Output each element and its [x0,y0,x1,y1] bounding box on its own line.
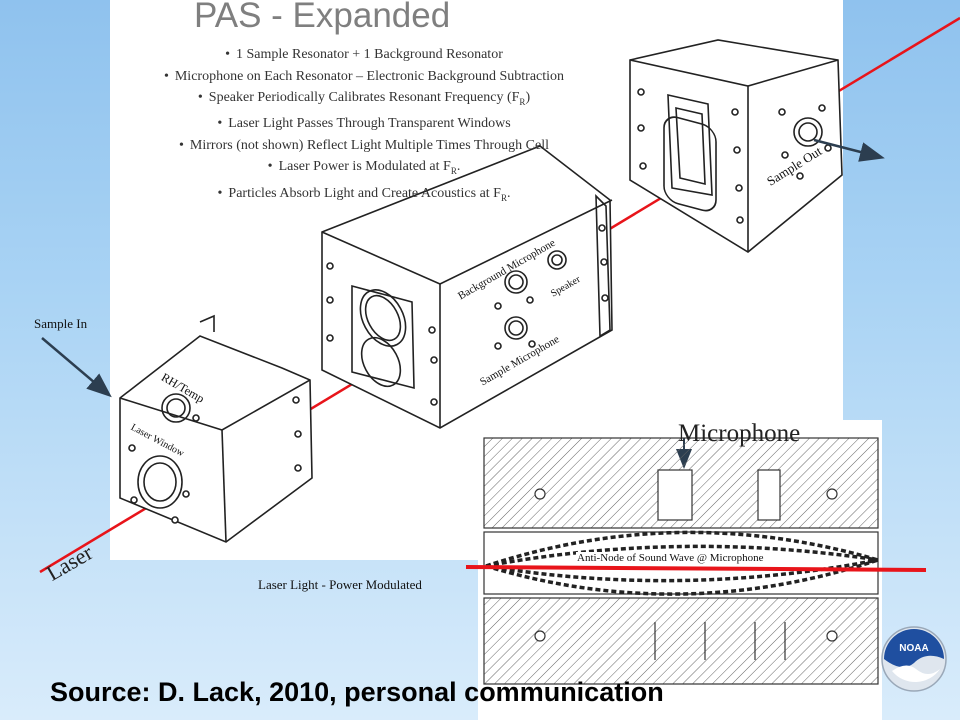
resonator-block [321,145,613,429]
anti-node-label: Anti-Node of Sound Wave @ Microphone [576,552,765,564]
sample-in-label: Sample In [34,316,88,331]
microphone-label: Microphone [678,420,801,447]
bullet-item: •1 Sample Resonator + 1 Background Reson… [225,47,503,62]
bullet-item: •Laser Light Passes Through Transparent … [217,116,511,132]
bullet-item: •Laser Power is Modulated at FR. [267,159,461,177]
sample-in-block [119,314,313,543]
svg-text:NOAA: NOAA [899,643,928,654]
laser-light-label: Laser Light - Power Modulated [258,577,422,592]
bullet-item: •Speaker Periodically Calibrates Resonan… [197,90,531,107]
bullet-list: •1 Sample Resonator + 1 Background Reson… [84,44,644,209]
modulated-laser-line [465,565,927,572]
source-caption: Source: D. Lack, 2010, personal communic… [50,677,664,707]
sample-out-block [629,39,843,253]
bullet-item: •Mirrors (not shown) Reflect Light Multi… [179,137,549,153]
noaa-logo-icon: NOAA [881,626,947,692]
sample-in-arrow [41,337,112,398]
slide-title: PAS - Expanded [194,0,451,35]
sample-out-arrow [813,138,885,162]
cross-section-drawing [483,437,879,685]
bullet-item: •Microphone on Each Resonator – Electron… [163,68,565,84]
bullet-item: •Particles Absorb Light and Create Acous… [217,185,511,203]
